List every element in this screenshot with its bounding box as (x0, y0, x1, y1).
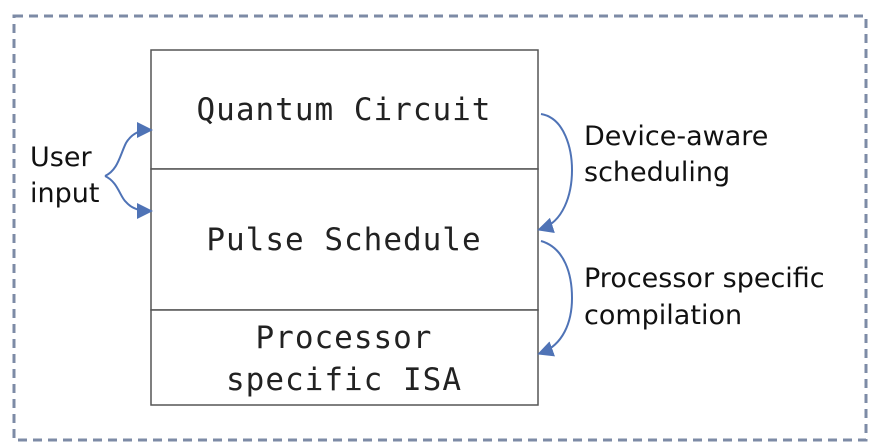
compilation-label-line1: Processor specific (584, 263, 825, 294)
processor-isa-box (150, 309, 539, 406)
quantum-circuit-label: Quantum Circuit (197, 92, 492, 128)
pulse-schedule-label: Pulse Schedule (206, 222, 481, 258)
pulse-schedule-box (150, 168, 539, 311)
compilation-group: Processor specific compilation (537, 240, 825, 357)
device-aware-label-line1: Device-aware (584, 121, 768, 152)
outer-dashed-border (12, 14, 868, 442)
device-aware-arrow (537, 113, 574, 233)
stack: Quantum Circuit Pulse Schedule Processor… (150, 49, 539, 406)
user-input-label-line2: input (30, 178, 99, 209)
user-input-arrow-lower (104, 175, 153, 219)
processor-isa-label-line1: Processor (256, 320, 433, 356)
compilation-arrow (537, 240, 574, 357)
device-aware-group: Device-aware scheduling (537, 113, 768, 233)
user-input-label-line1: User (30, 142, 92, 173)
processor-isa-label-line2: specific ISA (226, 362, 462, 398)
user-input-group: User input (30, 122, 153, 219)
user-input-arrow-upper (104, 122, 153, 177)
compilation-label-line2: compilation (584, 300, 742, 331)
device-aware-label-line2: scheduling (584, 157, 730, 188)
